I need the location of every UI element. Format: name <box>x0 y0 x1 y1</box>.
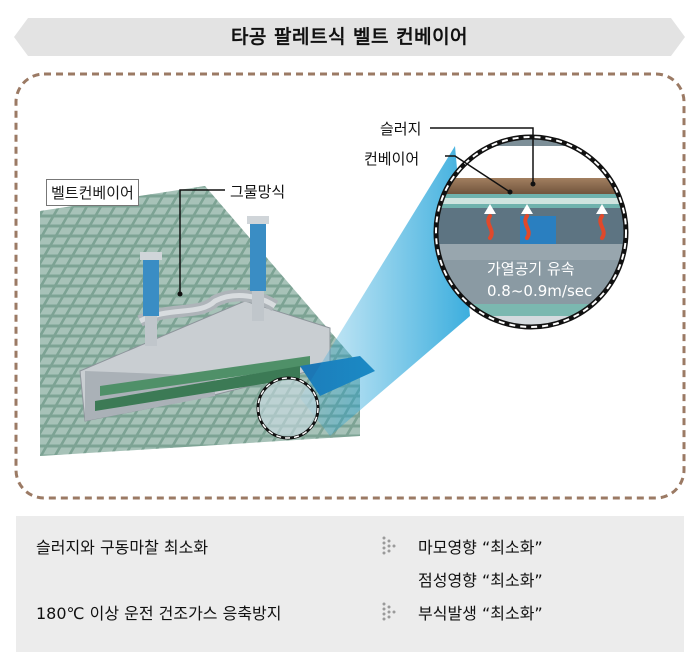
title-banner: 타공 팔레트식 벨트 컨베이어 <box>14 18 685 56</box>
illustration-frame <box>14 72 686 500</box>
benefit-right-2: 점성영향 “최소화” <box>418 571 543 590</box>
magnified-detail <box>436 137 626 327</box>
zoom-beam <box>300 146 470 436</box>
leader-lines <box>179 127 534 294</box>
benefits-panel: 슬러지와 구동마찰 최소화 180℃ 이상 운전 건조가스 응축방지 마모영향 … <box>16 516 684 652</box>
dashed-frame-border <box>14 72 686 500</box>
dotted-arrow-icon <box>382 536 396 555</box>
label-belt-conveyor: 벨트컨베이어 <box>46 179 139 206</box>
banner-shape <box>14 18 685 56</box>
page-title: 타공 팔레트식 벨트 컨베이어 <box>230 26 469 48</box>
benefit-right-3: 부식발생 “최소화” <box>418 604 543 623</box>
conveyor-illustration <box>40 186 375 456</box>
benefit-left-1: 슬러지와 구동마찰 최소화 <box>36 538 209 557</box>
label-airflow: 가열공기 유속 <box>487 260 575 278</box>
dotted-arrow-icon <box>382 602 396 621</box>
benefit-left-2: 180℃ 이상 운전 건조가스 응축방지 <box>36 604 282 623</box>
label-mesh-type: 그물망식 <box>230 183 286 201</box>
benefit-right-1: 마모영향 “최소화” <box>418 538 543 557</box>
label-conveyor: 컨베이어 <box>364 150 420 168</box>
label-sludge: 슬러지 <box>380 120 422 138</box>
label-airflow-speed: 0.8~0.9m/sec <box>487 282 593 300</box>
